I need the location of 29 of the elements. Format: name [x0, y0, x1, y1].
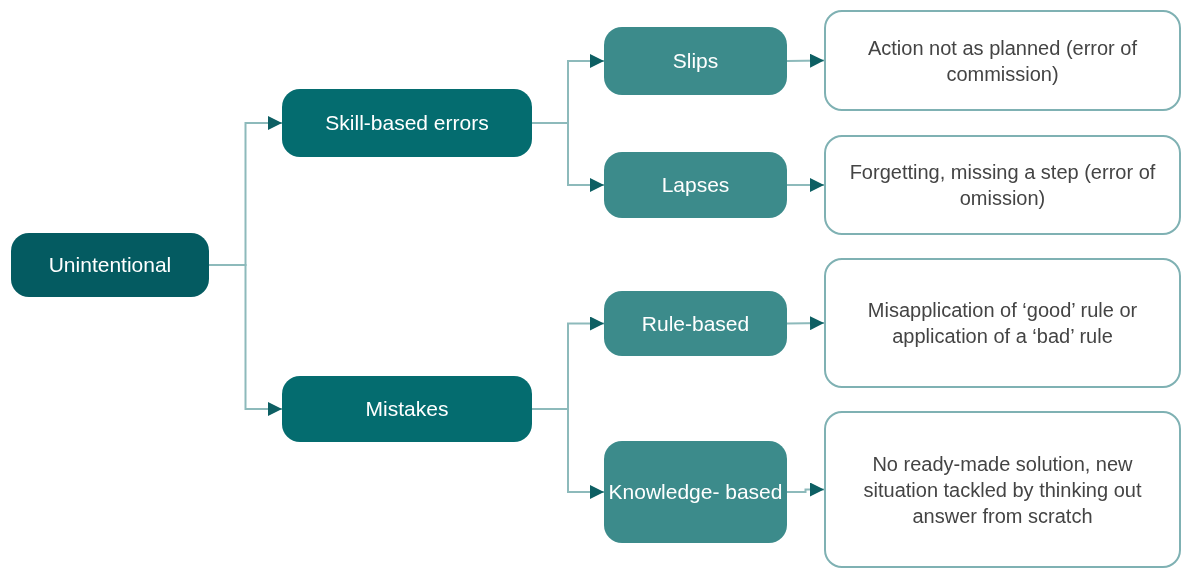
node-label: Forgetting, missing a step (error of omission)	[848, 160, 1157, 211]
node-label: Slips	[672, 49, 719, 73]
type-box	[604, 27, 787, 95]
node-label: Knowledge- based	[608, 480, 783, 504]
connector-arrow	[786, 53, 825, 68]
node-label: Skill-based errors	[325, 111, 489, 135]
category-box	[282, 89, 532, 157]
description-box	[824, 258, 1181, 388]
connector-arrow	[531, 408, 605, 499]
description-box	[824, 411, 1181, 568]
node-label: Mistakes	[365, 397, 449, 421]
connector-arrow	[208, 264, 283, 416]
connector-arrow	[786, 316, 825, 331]
type-box	[604, 441, 787, 543]
node-label: Misapplication of ‘good’ rule or application of a ‘bad’ rule	[866, 298, 1139, 349]
node-label: Action not as planned (error of commission)	[866, 35, 1138, 87]
node-label: Unintentional	[48, 253, 172, 277]
description-box	[824, 10, 1181, 111]
type-box	[604, 152, 787, 218]
connector-arrow	[531, 122, 605, 192]
node-label: Rule-based	[641, 311, 750, 336]
description-box	[824, 135, 1181, 235]
root-box	[11, 233, 209, 297]
node-label: No ready-made solution, new situation tackled by thinking out answer from scratch	[862, 451, 1143, 529]
connector-arrow	[786, 178, 825, 192]
node-label: Lapses	[661, 173, 730, 197]
category-box	[282, 376, 532, 442]
type-box	[604, 291, 787, 356]
connector-arrow	[786, 482, 825, 497]
